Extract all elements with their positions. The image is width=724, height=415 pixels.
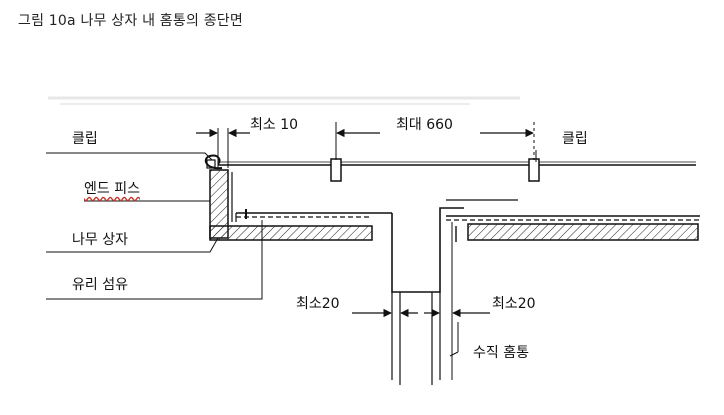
top-sheet-line bbox=[218, 161, 696, 166]
dim-max-660: 최대 660 bbox=[396, 117, 453, 133]
dim-min-20-right: 최소20 bbox=[492, 296, 536, 312]
left-clip bbox=[204, 154, 223, 170]
gutter-trough bbox=[391, 213, 441, 385]
label-clip-right: 클립 bbox=[562, 131, 588, 147]
label-clip-left: 클립 bbox=[72, 131, 98, 147]
dim-min-20-left: 최소20 bbox=[296, 296, 340, 312]
wood-box-left-wall bbox=[209, 169, 373, 241]
leader-lines bbox=[46, 150, 537, 357]
figure-caption: 그림 10a 나무 상자 내 홈통의 종단면 bbox=[18, 13, 243, 29]
scan-noise bbox=[48, 96, 520, 105]
label-vertical-gutter: 수직 홈통 bbox=[473, 345, 529, 361]
label-glass-fiber: 유리 섬유 bbox=[72, 277, 128, 293]
label-wood-box: 나무 상자 bbox=[72, 232, 128, 248]
right-end-flashing bbox=[439, 199, 700, 221]
top-dim-extension-lines bbox=[217, 122, 535, 168]
right-clip bbox=[528, 158, 540, 182]
glass-fiber-layer-left bbox=[235, 209, 392, 222]
dim-min-10: 최소 10 bbox=[250, 117, 299, 133]
label-end-piece: 엔드 피스 bbox=[84, 181, 140, 197]
middle-clip bbox=[330, 158, 342, 182]
wood-box-right bbox=[451, 222, 699, 380]
